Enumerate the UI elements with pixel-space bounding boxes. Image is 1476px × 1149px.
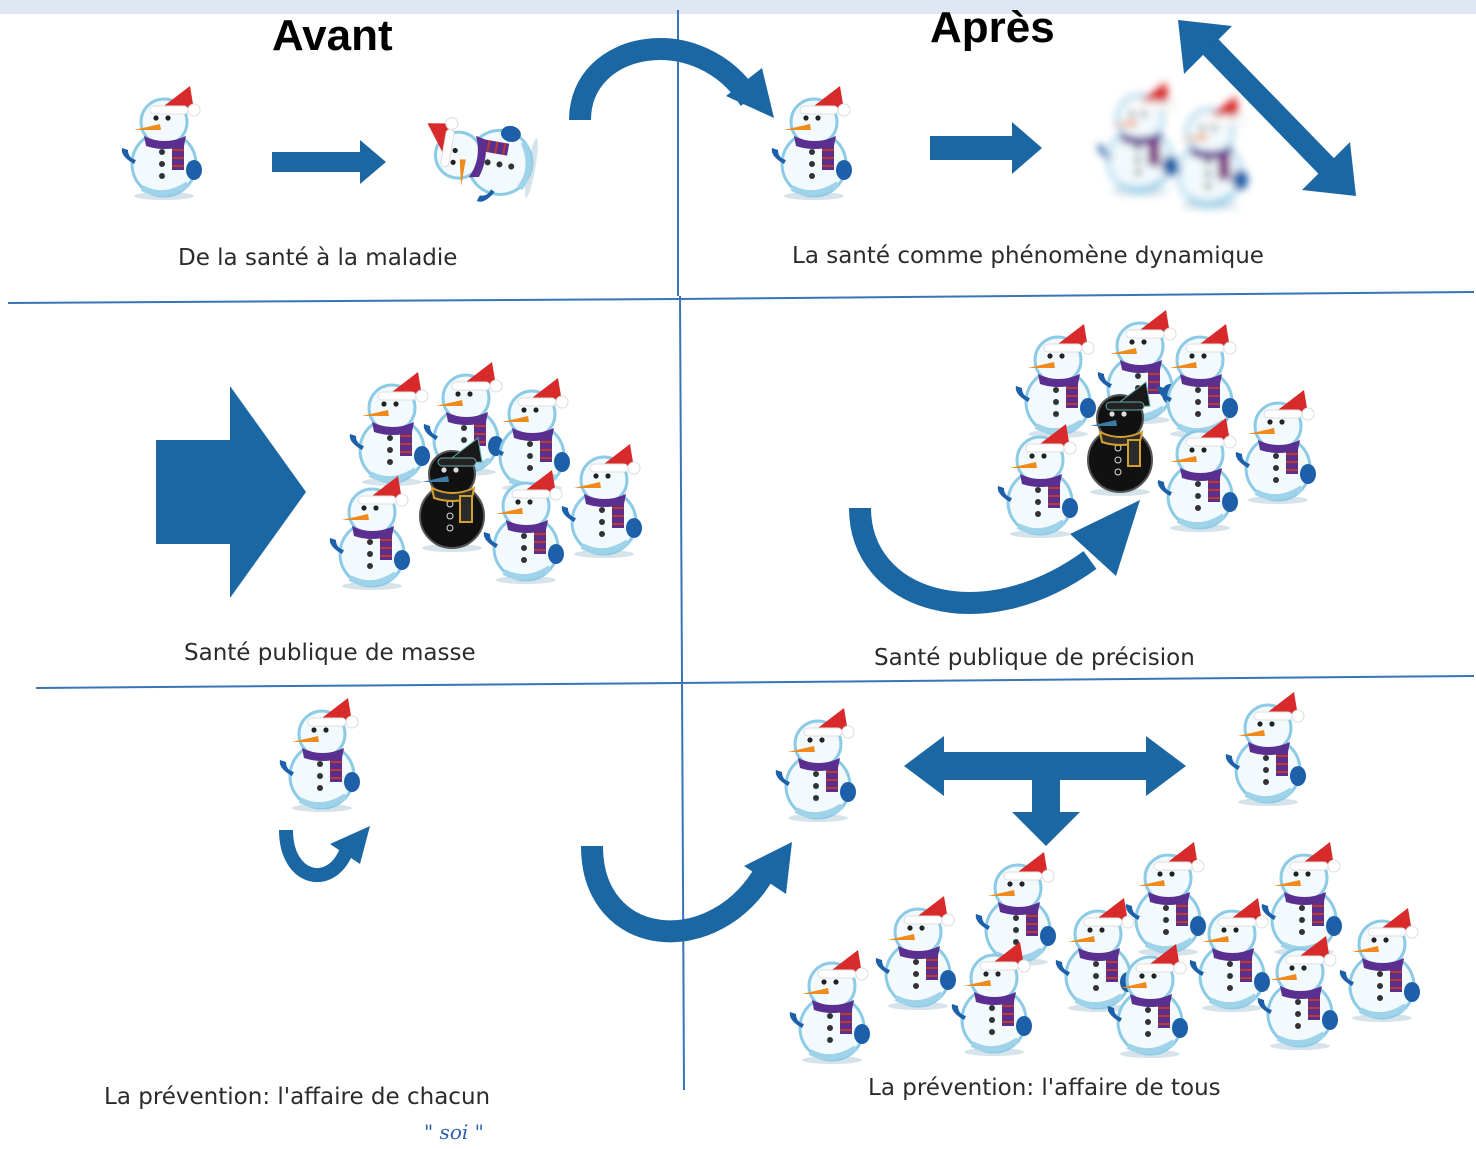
snowman-icon (280, 698, 360, 812)
snowman-icon (1016, 324, 1096, 438)
grid-lines (7, 10, 1475, 1091)
snowman-icon (998, 424, 1078, 538)
snowman-icon (876, 896, 956, 1010)
panel-dynamic-health (772, 20, 1356, 210)
snowman-icon (1262, 842, 1342, 956)
divider-vertical-bottom (681, 679, 685, 1091)
caption-health-to-disease: De la santé à la maladie (178, 245, 458, 271)
curved-arrow-icon (569, 38, 774, 121)
snowman-icon (772, 86, 852, 200)
snowman-icon (1056, 898, 1136, 1012)
arrow-right-icon (930, 122, 1042, 174)
divider-horizontal-1-right (677, 291, 1475, 300)
dark-snowman-icon (1087, 381, 1153, 497)
panel-prevention-collective (776, 692, 1420, 1064)
snowman-icon (122, 86, 202, 200)
panel-precision-public-health (849, 310, 1316, 614)
caption-precision-public-health: Santé publique de précision (874, 645, 1195, 671)
snowman-icon (1258, 936, 1338, 1050)
big-arrow-right-icon (156, 386, 306, 598)
divider-horizontal-1-left (7, 298, 679, 304)
blurred-snowmen-icon (1098, 82, 1248, 210)
snowman-icon (330, 476, 410, 590)
divider-vertical-middle (679, 295, 683, 681)
panel-prevention-individual (279, 698, 370, 883)
snowman-icon (1236, 390, 1316, 504)
snowman-icon (1226, 692, 1306, 806)
curved-arrow-icon (849, 500, 1140, 614)
snowman-icon (776, 708, 856, 822)
snowman-icon (952, 942, 1032, 1056)
snowman-icon (562, 444, 642, 558)
snowman-icon (1190, 898, 1270, 1012)
double-arrow-with-stem-icon (904, 736, 1186, 846)
top-edge-band (0, 0, 1476, 14)
snowman-icon (490, 378, 570, 492)
divider-horizontal-2-left (35, 682, 681, 689)
panel-health-to-disease (122, 86, 542, 210)
snowman-icon (484, 470, 564, 584)
snowman-icon (1126, 842, 1206, 956)
handwritten-note: " soi " (424, 1120, 484, 1144)
double-diagonal-arrow-icon (1178, 20, 1356, 196)
heading-after: Après (930, 3, 1055, 52)
small-curved-arrow-icon (279, 826, 370, 883)
snowman-icon (790, 950, 870, 1064)
snowman-icon (1158, 418, 1238, 532)
caption-prevention-individual: La prévention: l'affaire de chacun (104, 1084, 491, 1110)
snowman-icon (350, 372, 430, 486)
divider-horizontal-2-right (679, 675, 1475, 684)
curved-arrow-icon (581, 842, 792, 943)
caption-prevention-collective: La prévention: l'affaire de tous (868, 1075, 1221, 1101)
heading-before: Avant (272, 11, 393, 60)
arrow-right-icon (272, 140, 386, 184)
panel-mass-public-health (156, 362, 642, 598)
snowman-icon (1340, 908, 1420, 1022)
caption-dynamic-health: La santé comme phénomène dynamique (792, 243, 1264, 269)
fallen-snowman-icon (416, 111, 542, 210)
caption-mass-public-health: Santé publique de masse (184, 640, 476, 666)
